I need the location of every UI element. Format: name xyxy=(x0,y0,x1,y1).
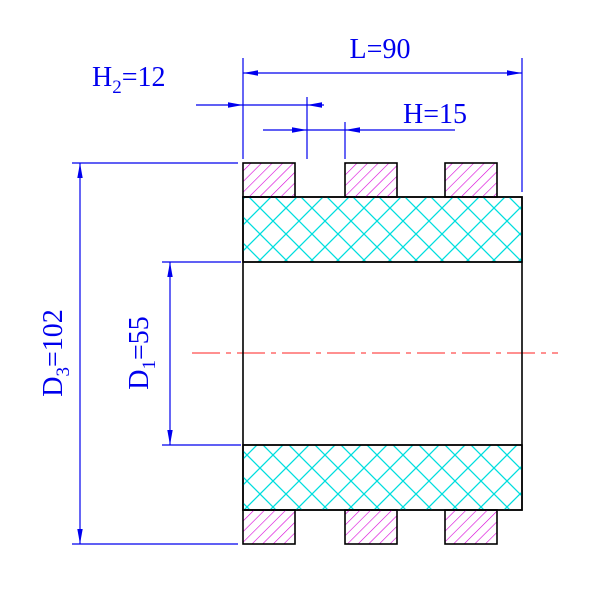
dimension-label-inner-diameter: D1=55 xyxy=(124,316,160,390)
dimension-tooth-offset: H2=12 xyxy=(92,62,324,159)
arrowhead-left-icon xyxy=(243,70,258,76)
dimension-tooth-pitch: H=15 xyxy=(263,99,467,159)
arrowhead-down-icon xyxy=(167,430,173,445)
dimension-label-tooth-offset: H2=12 xyxy=(92,62,166,98)
dimension-outer-diameter: D3=102 xyxy=(38,162,238,545)
arrowhead-left-icon xyxy=(307,102,322,108)
rubber-band-bottom xyxy=(242,444,523,511)
dimension-label-length: L=90 xyxy=(350,34,411,65)
tooth-top-1 xyxy=(242,162,296,198)
tooth-bottom-2 xyxy=(344,509,398,545)
arrowhead-right-icon xyxy=(507,70,522,76)
dimension-inner-diameter: D1=55 xyxy=(124,261,241,446)
tooth-top-2 xyxy=(344,162,398,198)
dimension-length: L=90 xyxy=(242,34,523,192)
arrowhead-right-icon xyxy=(292,127,307,133)
tooth-bottom-3 xyxy=(444,509,498,545)
rubber-band-top xyxy=(242,196,523,263)
dimension-label-outer-diameter: D3=102 xyxy=(38,309,74,397)
part-cross-section xyxy=(242,162,523,545)
arrowhead-right-icon xyxy=(228,102,243,108)
arrowhead-up-icon xyxy=(77,163,83,178)
tooth-top-3 xyxy=(444,162,498,198)
arrowhead-down-icon xyxy=(77,529,83,544)
arrowhead-up-icon xyxy=(167,262,173,277)
dimension-label-tooth-pitch: H=15 xyxy=(403,99,467,130)
arrowhead-left-icon xyxy=(345,127,360,133)
tooth-bottom-1 xyxy=(242,509,296,545)
